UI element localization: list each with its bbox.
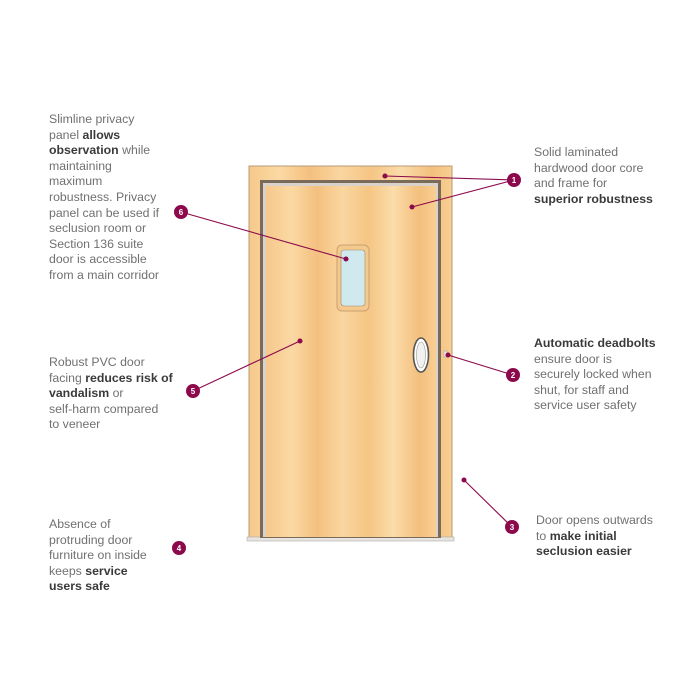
svg-text:1: 1 [512,176,517,185]
marker-2: 2 [506,368,520,382]
callout-2-text: Automatic deadbolts ensure door is secur… [534,336,656,413]
svg-text:4: 4 [177,544,182,553]
marker-6: 6 [174,205,188,219]
privacy-window [336,244,370,312]
svg-text:6: 6 [179,208,184,217]
svg-text:3: 3 [510,523,515,532]
marker-4: 4 [172,541,186,555]
callout-3-text: Door opens outwards to make initial secl… [536,513,653,559]
marker-1: 1 [507,173,521,187]
callout-4-text: Absence of protruding door furniture on … [49,517,147,594]
marker-5: 5 [186,384,200,398]
leader-lines [180,173,515,528]
callout-6-text: Slimline privacy panel allows observatio… [49,112,160,282]
svg-text:5: 5 [191,387,196,396]
callout-5-text: Robust PVC door facing reduces risk of v… [49,355,173,432]
svg-text:2: 2 [511,371,516,380]
marker-3: 3 [505,520,519,534]
callout-1-text: Solid laminated hardwood door core and f… [534,145,653,206]
handle-oval [412,337,430,373]
